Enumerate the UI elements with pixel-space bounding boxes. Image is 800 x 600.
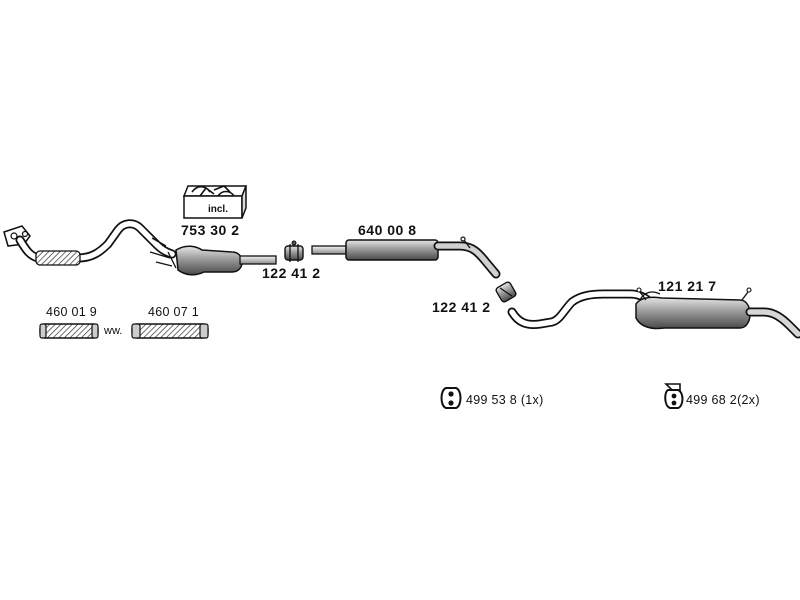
clamp-upper — [284, 240, 304, 262]
flex-pipe-a — [39, 323, 99, 339]
label-121-21-7: 121 21 7 — [658, 278, 717, 294]
label-753-30-2: 753 30 2 — [181, 222, 240, 238]
mount-a-number: 499 53 8 — [466, 393, 518, 407]
label-499-53-8: 499 53 8 (1x) — [466, 393, 544, 407]
rear-silencer — [507, 287, 800, 339]
flex-pipe-b — [131, 323, 209, 339]
label-499-68-2: 499 68 2(2x) — [686, 393, 760, 407]
kit-box-badge: incl. — [207, 204, 228, 215]
label-flex-separator: ww. — [104, 325, 123, 337]
rubber-mount-b-icon — [664, 383, 684, 409]
mount-b-qty: (2x) — [737, 393, 760, 407]
mount-a-qty: (1x) — [520, 393, 544, 407]
label-460-01-9: 460 01 9 — [46, 305, 98, 319]
label-460-07-1: 460 07 1 — [148, 305, 200, 319]
rubber-mount-a-icon — [440, 387, 462, 409]
kit-box — [182, 185, 248, 219]
label-640-00-8: 640 00 8 — [358, 222, 417, 238]
front-catalyst — [149, 237, 277, 276]
front-pipe — [3, 219, 177, 266]
middle-silencer — [311, 236, 501, 279]
mount-b-number: 499 68 2 — [686, 393, 738, 407]
label-clamp-lower: 122 41 2 — [432, 299, 491, 315]
label-clamp-upper: 122 41 2 — [262, 265, 321, 281]
clamp-lower — [495, 281, 517, 303]
